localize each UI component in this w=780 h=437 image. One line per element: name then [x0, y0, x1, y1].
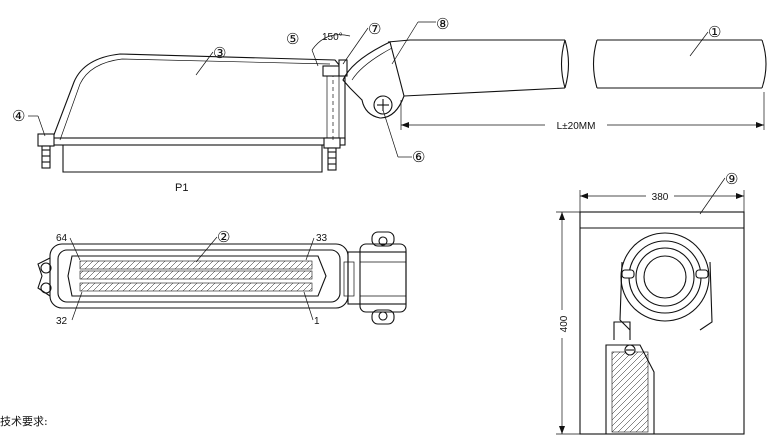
- technical-requirements-note: 技术要求:: [0, 415, 48, 428]
- pin-label-1: 1: [314, 316, 320, 327]
- part-label: P1: [175, 182, 188, 194]
- callout-5: ⑤: [286, 31, 299, 48]
- side-view: L±20MM 150° P1: [37, 32, 767, 194]
- cable: [387, 39, 767, 97]
- pin-label-64: 64: [56, 233, 68, 244]
- angle-label: 150°: [322, 32, 343, 43]
- left-screw: [37, 133, 55, 169]
- right-screw: [323, 137, 341, 171]
- pin-label-33: 33: [316, 233, 328, 244]
- pin-label-32: 32: [56, 316, 68, 327]
- pin-insert: [67, 255, 327, 297]
- packed-connector: [605, 321, 655, 435]
- base-plate: [44, 137, 346, 146]
- package-width-label: 380: [652, 192, 669, 203]
- cable-clamp: [342, 41, 405, 119]
- callout-6: ⑥: [412, 149, 425, 166]
- connector-hood: [51, 53, 346, 141]
- callout-4: ④: [12, 108, 25, 125]
- front-view: 64 33 32 1: [37, 231, 407, 327]
- length-dimension: L±20MM: [400, 92, 765, 132]
- callout-3: ③: [213, 45, 226, 62]
- callout-9: ⑨: [725, 171, 738, 188]
- package-height-label: 400: [559, 315, 570, 332]
- callout-7: ⑦: [368, 21, 381, 38]
- callout-1: ①: [708, 24, 721, 41]
- packaging-view: 380 400: [555, 189, 745, 435]
- package-bag: [579, 211, 745, 435]
- pin-field: [79, 260, 313, 292]
- callout-2: ②: [217, 229, 230, 246]
- angle-dimension: 150°: [311, 32, 351, 67]
- clamp-screw-head: [373, 95, 393, 115]
- callout-8: ⑧: [436, 16, 449, 33]
- length-label: L±20MM: [557, 121, 596, 132]
- callouts: ① ③ ④ ⑤ ⑦ ⑧ ⑥ ② ⑨: [12, 16, 738, 263]
- coiled-cable: [619, 232, 713, 331]
